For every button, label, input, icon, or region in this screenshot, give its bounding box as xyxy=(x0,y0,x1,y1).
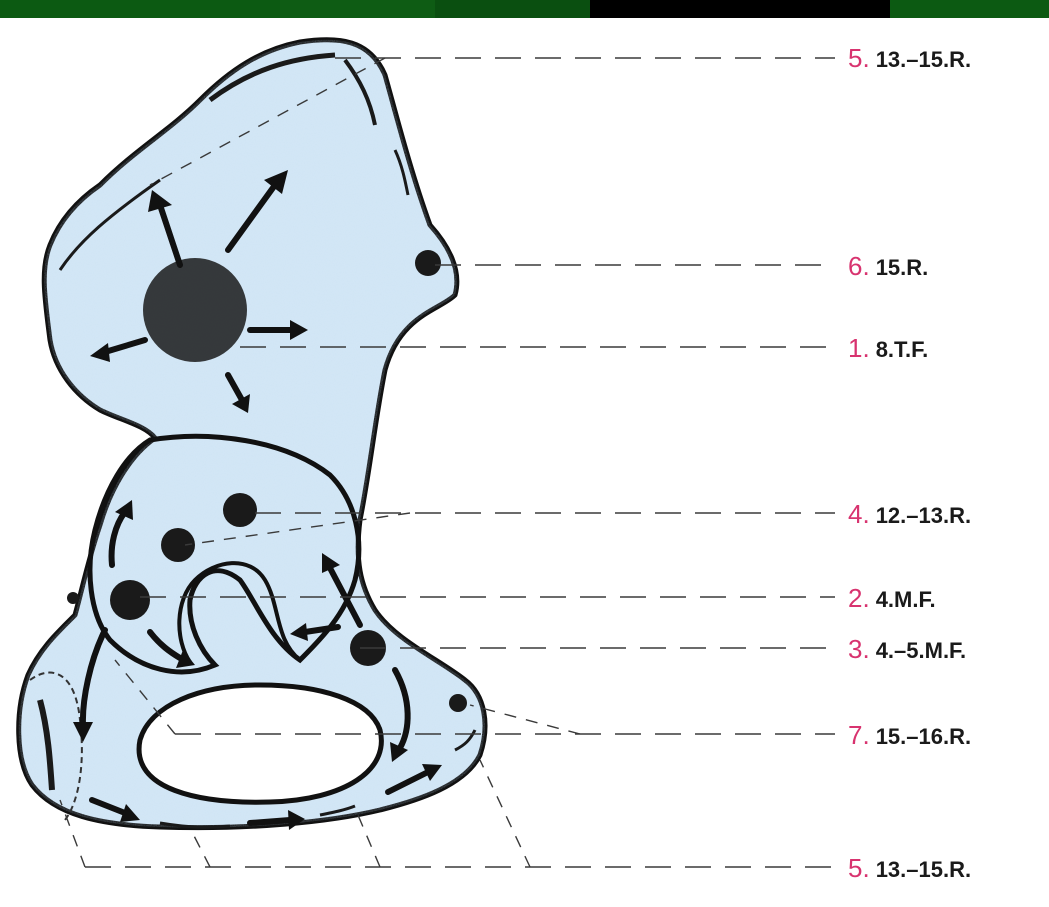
label-4: 4.12.–13.R. xyxy=(848,499,971,529)
center-pubic-tubercle xyxy=(449,694,467,712)
center-iliac-spine xyxy=(415,250,441,276)
label-2: 2.4.M.F. xyxy=(848,583,936,613)
hip-bone-outline xyxy=(19,40,485,828)
center-small-left xyxy=(67,592,79,604)
label-5-bottom: 5.13.–15.R. xyxy=(848,853,971,883)
label-3: 3.4.–5.M.F. xyxy=(848,634,966,664)
label-5-top: 5.13.–15.R. xyxy=(848,43,971,73)
leader-line xyxy=(190,828,210,867)
label-6: 6.15.R. xyxy=(848,251,928,281)
center-ischium xyxy=(110,580,150,620)
label-7: 7.15.–16.R. xyxy=(848,720,971,750)
labels: 5.13.–15.R. 6.15.R. 1.8.T.F. 4.12.–13.R.… xyxy=(848,43,971,883)
label-1: 1.8.T.F. xyxy=(848,333,928,363)
obturator-foramen xyxy=(139,685,381,802)
center-acetabulum-upper xyxy=(223,493,257,527)
leader-line xyxy=(480,760,530,867)
leader-line xyxy=(355,808,380,867)
primary-center-ilium xyxy=(143,258,247,362)
